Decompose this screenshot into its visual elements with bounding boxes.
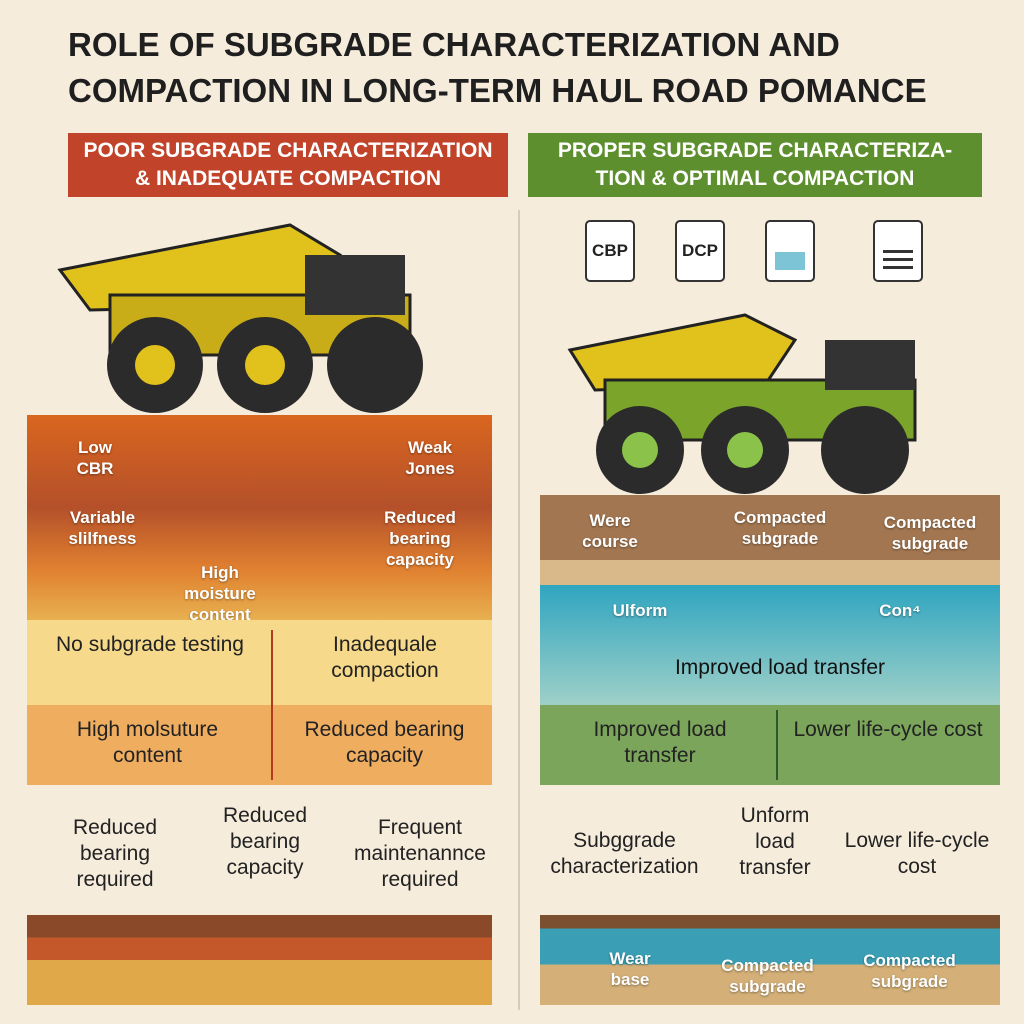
band-label: Reduced bearing capacity: [304, 718, 465, 767]
soil-label: Reduced bearing capacity: [384, 508, 456, 569]
band-label: High molsuture content: [76, 718, 219, 767]
benefit-label: Subggrade characterization: [550, 829, 699, 878]
band-label: Lower life-cycle cost: [793, 718, 983, 741]
band-label: Inadequale compaction: [331, 633, 439, 682]
soil-label: Weak Jones: [405, 438, 455, 478]
band-label: No subgrade testing: [56, 633, 244, 656]
divider: [518, 210, 520, 1010]
band-divider: [776, 710, 778, 780]
haul-truck-illustration: [567, 313, 917, 494]
benefit-label: Lower life-cycle cost: [844, 829, 990, 878]
cbp-test-icon: CBP: [585, 220, 635, 282]
strip-label: Compacted subgrade: [721, 956, 814, 996]
title-line-1: ROLE OF SUBGRADE CHARACTERIZATION AND: [68, 26, 840, 63]
consequence-label: Frequent maintenannce required: [354, 816, 486, 891]
title-line-2: COMPACTION IN LONG-TERM HAUL ROAD POMANC…: [68, 72, 927, 109]
haul-truck-illustration: [57, 223, 423, 413]
bottom-soil-strip: [27, 915, 492, 1005]
water-label: Ulform: [612, 601, 668, 620]
soil-layers: [27, 415, 492, 620]
water-label: Con⁴: [879, 601, 921, 620]
sand-layer: [540, 560, 1000, 585]
soil-label: High moisture content: [184, 563, 256, 624]
wear-course-layer: [540, 495, 1000, 560]
layer-label: Compacted subgrade: [883, 513, 977, 553]
band-issues: [27, 620, 492, 705]
soil-label: Low CBR: [76, 438, 114, 478]
proper-banner: PROPER SUBGRADE CHARACTERIZA-TION & OPTI…: [528, 133, 982, 197]
page-title: ROLE OF SUBGRADE CHARACTERIZATION AND COM…: [68, 22, 927, 114]
soil-label: Variable slilfness: [68, 508, 137, 548]
bottom-soil-strip: [540, 915, 1000, 1005]
consequence-label: Reduced bearing capacity: [222, 804, 308, 879]
water-label: Improved load transfer: [674, 656, 886, 679]
layer-label: Were course: [582, 511, 638, 551]
strip-label: Wear base: [609, 949, 651, 989]
band-effects: [27, 705, 492, 785]
benefit-label: Unform load transfer: [739, 804, 811, 879]
lab-test-icon: [765, 220, 815, 282]
dcp-test-icon: DCP: [675, 220, 725, 282]
crack: [271, 630, 273, 780]
subgrade-water-layer: [540, 585, 1000, 705]
benefits-band: [540, 705, 1000, 785]
layer-label: Compacted subgrade: [733, 508, 827, 548]
strip-label: Compacted subgrade: [863, 951, 956, 991]
consequence-label: Reduced bearing required: [72, 816, 158, 891]
band-label: Improved load transfer: [593, 718, 727, 767]
poor-banner: POOR SUBGRADE CHARACTERIZATION & INADEQU…: [68, 133, 508, 197]
report-icon: [873, 220, 923, 282]
